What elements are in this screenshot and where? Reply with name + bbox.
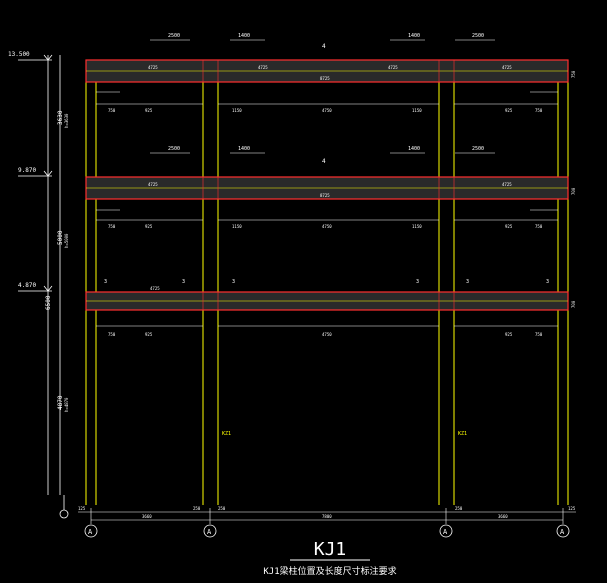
dim-total: 6500 bbox=[45, 295, 52, 310]
axis-label-3: A bbox=[443, 528, 448, 536]
beam-lower-total: 4725 bbox=[150, 286, 160, 291]
span3-label-2: 925 bbox=[145, 332, 153, 337]
span3-label-7: 750 bbox=[535, 332, 543, 337]
small-mark-2: 3 bbox=[182, 279, 185, 285]
mark-top-5: 2500 bbox=[472, 33, 484, 39]
span2-label-4: 4750 bbox=[322, 224, 332, 229]
beam-top-seg-4: 4725 bbox=[502, 65, 512, 70]
height-right-2: 700 bbox=[571, 187, 576, 195]
elevation-upper: 9.870 bbox=[18, 167, 36, 174]
span-bottom-2: 7800 bbox=[322, 514, 332, 519]
mark-mid-4: 1400 bbox=[408, 146, 420, 152]
span-label-3: 1150 bbox=[232, 108, 242, 113]
mark-mid-1: 2500 bbox=[168, 146, 180, 152]
span-label-5: 1150 bbox=[412, 108, 422, 113]
small-mark-1: 3 bbox=[104, 279, 107, 285]
dim-story2-tag: h=5000 bbox=[64, 233, 69, 248]
rebar-lines bbox=[96, 39, 558, 327]
span3-label-4: 4750 bbox=[322, 332, 332, 337]
height-right-1: 750 bbox=[571, 70, 576, 78]
elevation-markers bbox=[18, 54, 65, 510]
dim-bottom-1: 125 bbox=[78, 506, 86, 511]
mark-top-4: 1400 bbox=[408, 33, 420, 39]
beam-top-seg-3: 4725 bbox=[388, 65, 398, 70]
span2-label-3: 1150 bbox=[232, 224, 242, 229]
dim-bottom-3: 250 bbox=[218, 506, 226, 511]
column-label-left: KZ1 bbox=[222, 431, 231, 437]
span-label-7: 750 bbox=[535, 108, 543, 113]
span-label-4: 4750 bbox=[322, 108, 332, 113]
mark-mid-3: 4 bbox=[322, 158, 326, 165]
dim-bottom-5: 125 bbox=[568, 506, 576, 511]
span-label-6: 925 bbox=[505, 108, 513, 113]
small-mark-3: 3 bbox=[232, 279, 235, 285]
mark-top-3: 4 bbox=[322, 43, 326, 50]
drawing-subtitle: KJ1梁柱位置及长度尺寸标注要求 bbox=[263, 565, 396, 577]
dim-bottom-4: 250 bbox=[455, 506, 463, 511]
mark-mid-5: 2500 bbox=[472, 146, 484, 152]
mark-mid-2: 1400 bbox=[238, 146, 250, 152]
beams bbox=[85, 59, 569, 311]
small-mark-6: 3 bbox=[546, 279, 549, 285]
small-mark-5: 3 bbox=[466, 279, 469, 285]
axis-label-1: A bbox=[88, 528, 93, 536]
beam-top-seg-1: 4725 bbox=[148, 65, 158, 70]
span2-label-6: 925 bbox=[505, 224, 513, 229]
mark-top-2: 1400 bbox=[238, 33, 250, 39]
span2-label-1: 750 bbox=[108, 224, 116, 229]
columns bbox=[85, 60, 569, 505]
span3-label-6: 925 bbox=[505, 332, 513, 337]
elevation-base-circle bbox=[59, 509, 69, 519]
elevation-top: 13.500 bbox=[8, 51, 30, 58]
beam-top-total: 8725 bbox=[320, 76, 330, 81]
span-bottom-3: 3660 bbox=[498, 514, 508, 519]
dim-story1-tag: h=4870 bbox=[64, 397, 69, 412]
axis-label-4: A bbox=[560, 528, 565, 536]
mark-top-1: 2500 bbox=[168, 33, 180, 39]
span2-label-2: 925 bbox=[145, 224, 153, 229]
axis-markers bbox=[84, 524, 570, 538]
drawing-title: KJ1 bbox=[314, 539, 347, 560]
dim-story3-tag: h=3630 bbox=[64, 113, 69, 128]
span2-label-7: 750 bbox=[535, 224, 543, 229]
elevation-lower: 4.870 bbox=[18, 282, 36, 289]
dim-story1: 4870 bbox=[57, 395, 64, 410]
axis-label-2: A bbox=[207, 528, 212, 536]
span-label-1: 750 bbox=[108, 108, 116, 113]
span3-label-1: 750 bbox=[108, 332, 116, 337]
dim-story2: 5000 bbox=[57, 230, 64, 245]
small-mark-4: 3 bbox=[416, 279, 419, 285]
beam-mid-seg-4: 4725 bbox=[502, 182, 512, 187]
column-label-right: KZ1 bbox=[458, 431, 467, 437]
span-bottom-1: 3660 bbox=[142, 514, 152, 519]
span-label-2: 925 bbox=[145, 108, 153, 113]
beam-mid-seg-1: 4725 bbox=[148, 182, 158, 187]
beam-mid-total: 8725 bbox=[320, 193, 330, 198]
beam-top-seg-2: 4725 bbox=[258, 65, 268, 70]
height-right-3: 700 bbox=[571, 300, 576, 308]
dim-story3: 3630 bbox=[57, 110, 64, 125]
dim-bottom-2: 250 bbox=[193, 506, 201, 511]
span2-label-5: 1150 bbox=[412, 224, 422, 229]
bottom-dimension-lines bbox=[78, 508, 576, 524]
